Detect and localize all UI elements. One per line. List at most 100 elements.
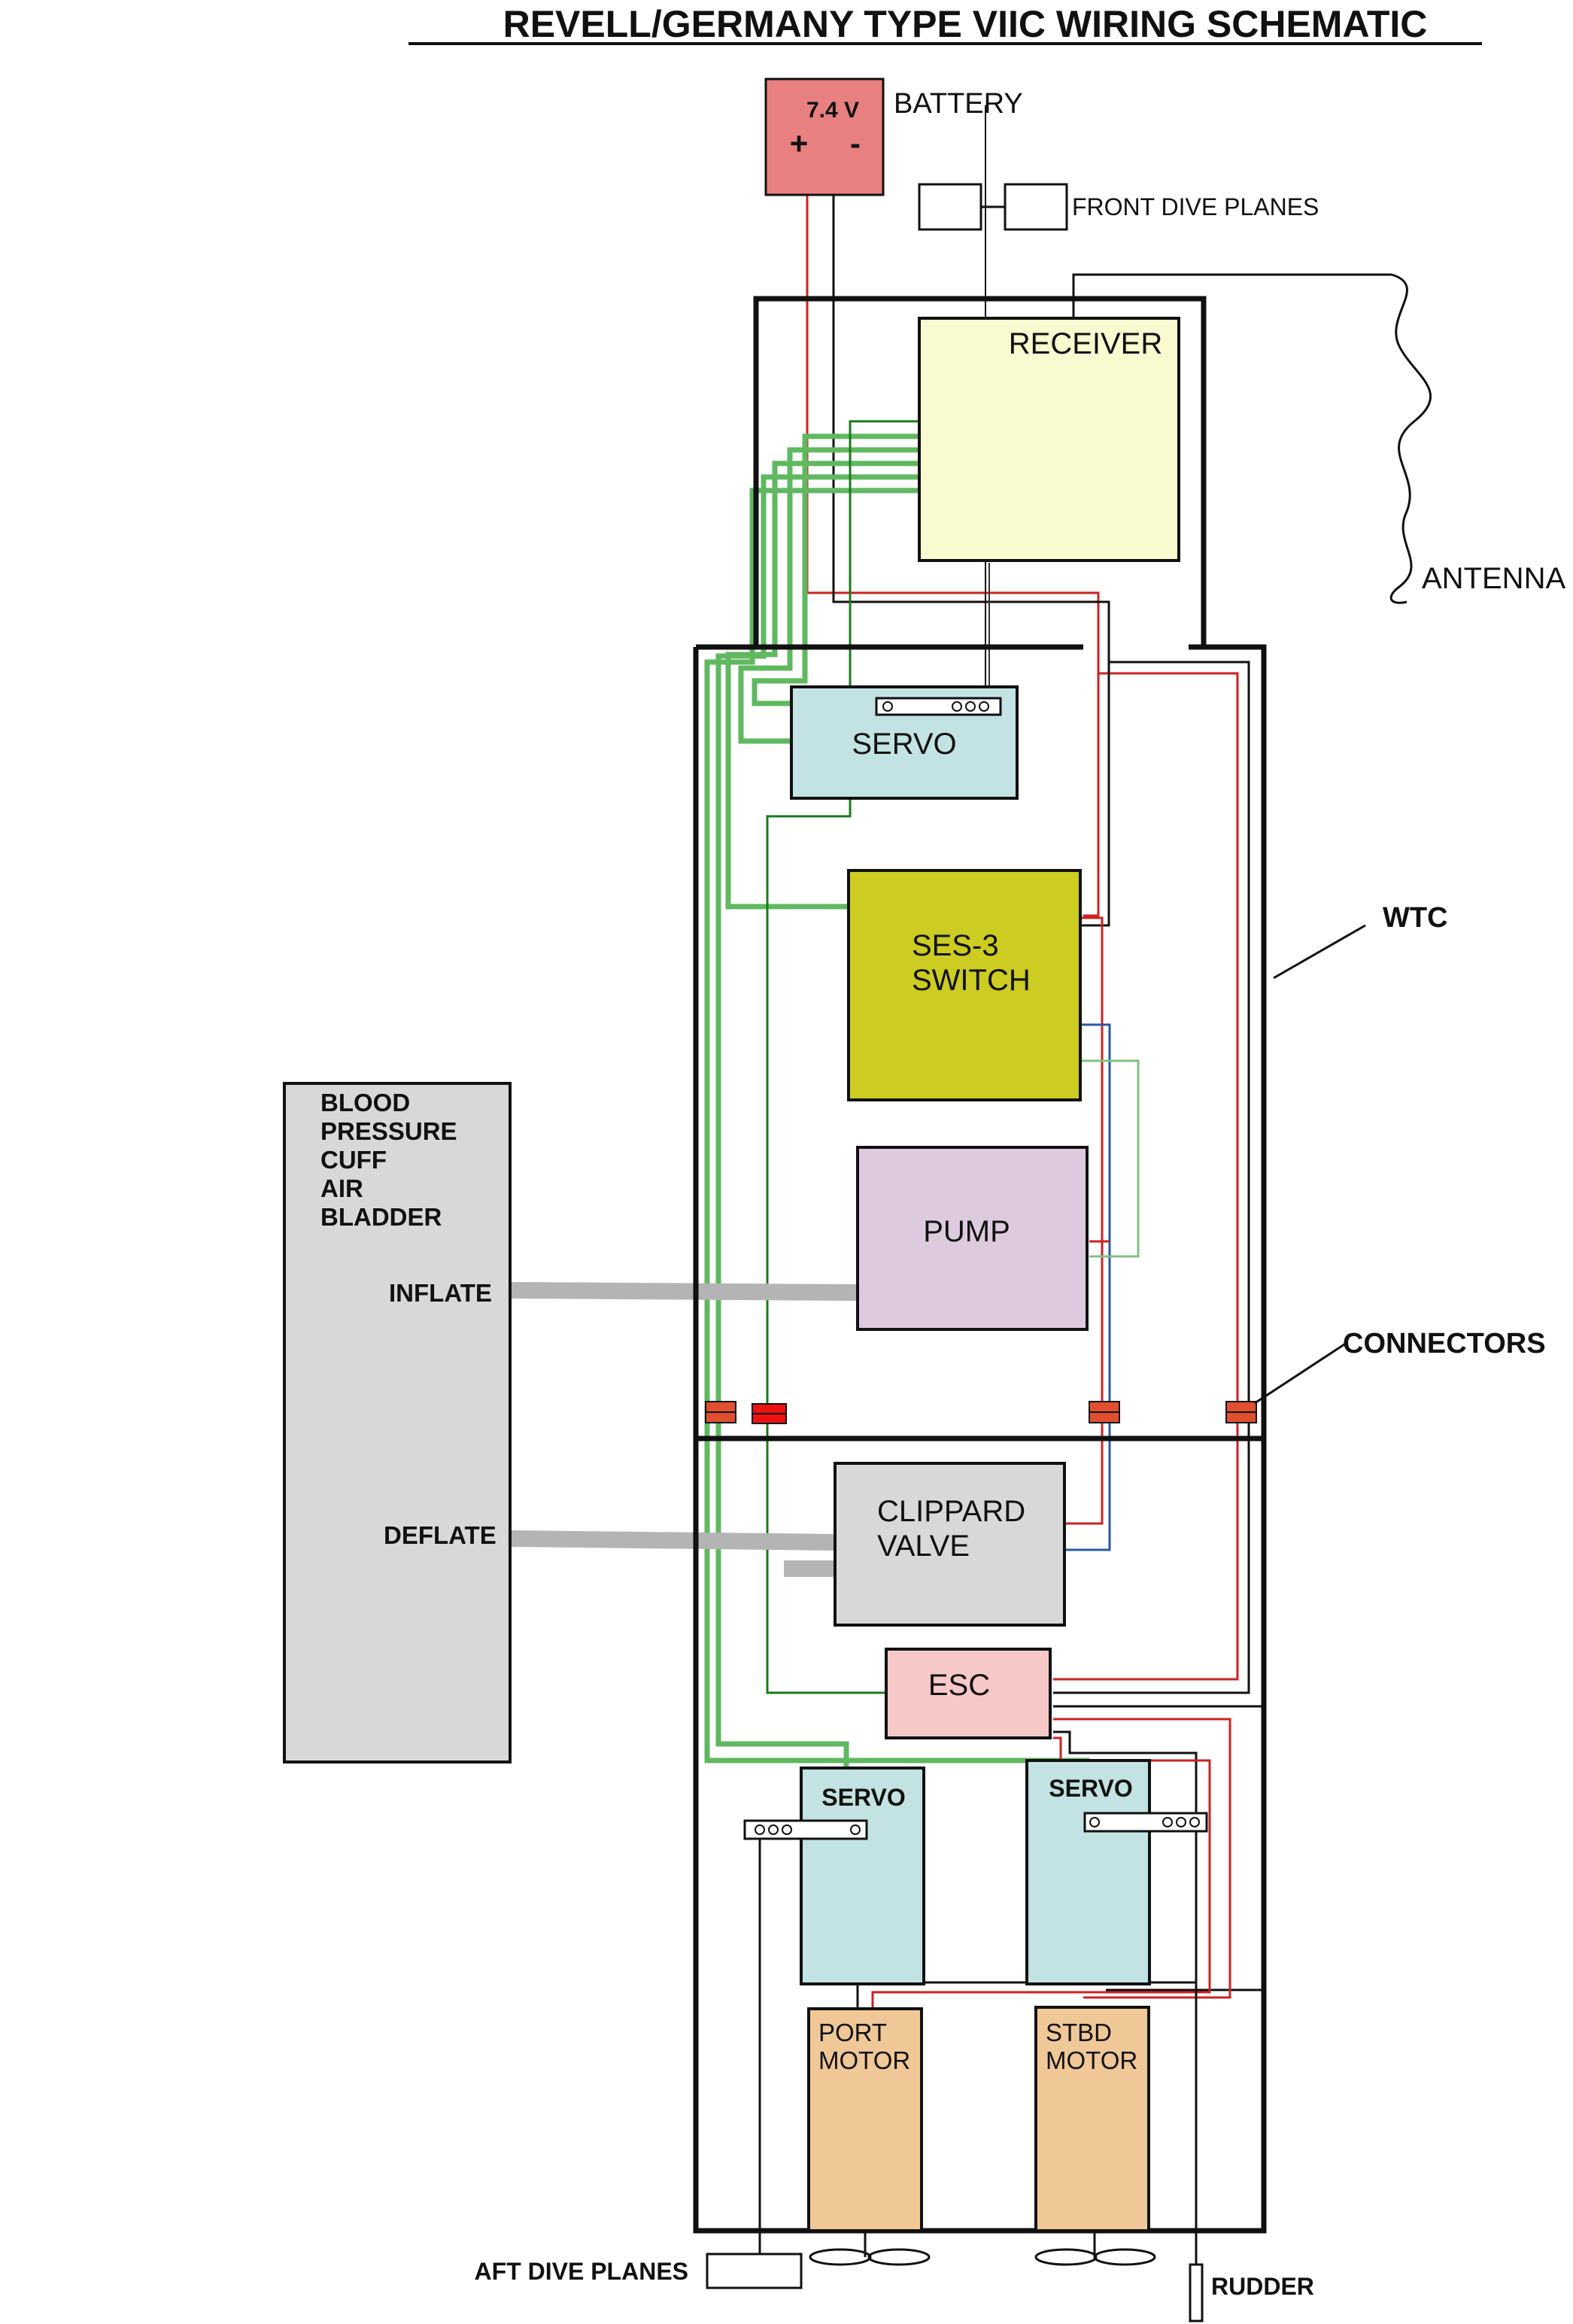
ses3-switch-line2: SWITCH <box>912 964 1031 997</box>
rudder-label: RUDDER <box>1211 2273 1314 2300</box>
connectors-leader-line <box>1254 1341 1347 1405</box>
switch-valve-blue <box>1064 1023 1111 1551</box>
esc-power-positive <box>1053 1403 1239 1681</box>
servo-horn-hole <box>782 1824 792 1835</box>
esc: ESC <box>885 1648 1052 1739</box>
connector <box>1225 1401 1257 1423</box>
stbd-servo: SERVO <box>1025 1759 1208 1985</box>
receiver-bay <box>753 296 1207 647</box>
switch-pump-red <box>1081 916 1104 1407</box>
servo-horn-hole <box>1176 1817 1186 1827</box>
port-motor-box <box>807 2007 923 2232</box>
servo-horn-hole <box>755 1824 765 1835</box>
stbd-motor: STBD MOTOR <box>1034 2006 1150 2232</box>
aft-dive-planes-label: AFT DIVE PLANES <box>475 2258 688 2285</box>
deflate-label: DEFLATE <box>384 1521 496 1549</box>
wires <box>511 105 1432 2266</box>
battery-positive: + <box>790 126 809 161</box>
esc-port-motor-red <box>871 1736 1211 2009</box>
servo-horn-hole <box>952 701 962 712</box>
front-dive-plane-left <box>918 183 982 231</box>
inflate-label: INFLATE <box>389 1279 492 1307</box>
battery: 7.4 V + - BATTERY <box>764 77 1023 196</box>
wtc-label: WTC <box>1383 902 1448 934</box>
switch-pump-green <box>1081 1059 1140 1258</box>
stbd-servo-label: SERVO <box>1049 1775 1132 1802</box>
front-dive-planes: FRONT DIVE PLANES <box>918 183 1319 231</box>
bladder-line-5: BLADDER <box>320 1203 442 1231</box>
front-servo: SERVO <box>790 685 1019 800</box>
clippard-line2: VALVE <box>877 1530 970 1563</box>
antenna-label: ANTENNA <box>1422 562 1565 595</box>
stbd-motor-line2: MOTOR <box>1046 2046 1137 2074</box>
servo-horn-hole <box>768 1824 779 1835</box>
servo-horn-hole <box>979 701 989 712</box>
servo-horn-hole <box>1089 1817 1100 1827</box>
propellers <box>809 2231 1156 2266</box>
front-servo-horn <box>875 697 1002 716</box>
bladder-line-3: CUFF <box>320 1146 387 1174</box>
battery-negative: - <box>850 126 861 161</box>
antenna-wire <box>1389 273 1432 604</box>
port-servo-box <box>800 1767 925 1985</box>
esc-box <box>885 1648 1052 1739</box>
pump-box <box>856 1146 1089 1331</box>
servo-horn-hole <box>882 701 893 712</box>
ses3-switch: SES-3 SWITCH <box>847 869 1082 1101</box>
battery-voltage: 7.4 V <box>806 98 859 123</box>
aft-dive-plane-box <box>706 2253 803 2289</box>
wtc-hull <box>693 644 1267 2234</box>
wtc-leader-line <box>1273 924 1366 980</box>
servo-horn-hole <box>1162 1817 1173 1827</box>
stbd-propeller-blade <box>1034 2248 1098 2266</box>
ses3-switch-box <box>847 869 1082 1101</box>
port-servo-horn <box>743 1819 868 1840</box>
front-dive-planes-label: FRONT DIVE PLANES <box>1072 193 1319 220</box>
inflate-air-line <box>511 1282 858 1301</box>
port-motor-line2: MOTOR <box>818 2046 910 2074</box>
connector <box>705 1401 736 1423</box>
battery-label: BATTERY <box>894 88 1023 120</box>
port-servo-label: SERVO <box>821 1784 905 1811</box>
air-bladder: BLOOD PRESSURE CUFF AIR BLADDER INFLATE … <box>283 1082 512 1764</box>
port-propeller-blade <box>809 2248 872 2266</box>
esc-signal-wire <box>766 420 919 1694</box>
air-bladder-box <box>283 1082 512 1764</box>
battery-box <box>764 77 885 196</box>
connectors: CONNECTORS <box>705 1328 1546 1424</box>
diagram-title: REVELL/GERMANY TYPE VIIC WIRING SCHEMATI… <box>503 3 1428 45</box>
servo-horn-hole <box>965 701 976 712</box>
rudder-box <box>1189 2263 1204 2322</box>
stbd-servo-horn <box>1083 1812 1208 1833</box>
switch-valve-red <box>1064 1407 1104 1525</box>
hull-outline <box>693 296 1267 2234</box>
battery-negative-wire <box>832 196 1110 927</box>
front-dive-plane-right <box>1004 183 1068 231</box>
pump-label: PUMP <box>923 1215 1010 1248</box>
bladder-line-2: PRESSURE <box>320 1117 457 1145</box>
connectors-label: CONNECTORS <box>1343 1328 1546 1359</box>
esc-stbd-motor-red <box>1053 1718 1231 1999</box>
rudder: RUDDER <box>1189 2263 1314 2322</box>
esc-label: ESC <box>928 1669 990 1702</box>
connector <box>752 1403 787 1424</box>
aft-dive-planes: AFT DIVE PLANES <box>475 2253 803 2289</box>
deflate-air-line <box>511 1530 836 1551</box>
port-motor: PORT MOTOR <box>807 2007 923 2232</box>
servo-horn-hole <box>1189 1817 1200 1827</box>
right-power-positive <box>1083 672 1239 1403</box>
clippard-valve-box <box>834 1462 1066 1627</box>
bladder-line-4: AIR <box>320 1174 363 1202</box>
stbd-motor-line1: STBD <box>1046 2019 1112 2046</box>
pump: PUMP <box>856 1146 1089 1331</box>
bladder-line-1: BLOOD <box>320 1089 410 1116</box>
ses3-switch-line1: SES-3 <box>912 929 999 962</box>
port-motor-line1: PORT <box>818 2019 887 2046</box>
front-servo-label: SERVO <box>852 728 956 761</box>
stbd-motor-box <box>1034 2006 1150 2232</box>
clippard-line1: CLIPPARD <box>877 1495 1025 1528</box>
connector <box>1089 1401 1120 1423</box>
port-servo: SERVO <box>743 1767 925 1985</box>
stbd-servo-box <box>1025 1759 1151 1985</box>
